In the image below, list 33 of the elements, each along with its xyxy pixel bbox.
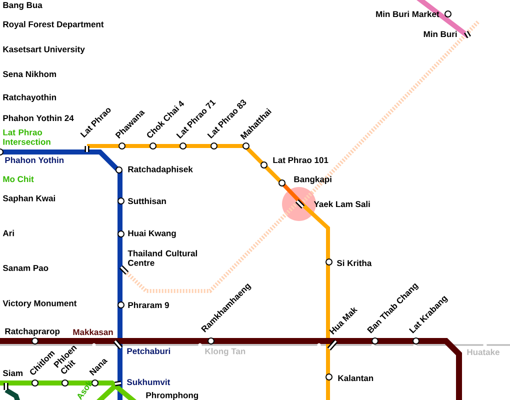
station-label: Phromphong — [146, 392, 198, 400]
station-label: Saphan Kwai — [2, 195, 55, 203]
station-label: Victory Monument — [2, 300, 77, 308]
station-label: Min Buri Market — [376, 10, 440, 18]
station-label: Sena Nikhom — [2, 70, 56, 78]
station-label: Ratchadaphisek — [128, 166, 193, 174]
station-label: Ratchayothin — [3, 94, 56, 102]
station-label: Siam — [2, 370, 22, 376]
station-label: Makkasan — [73, 328, 113, 336]
station-label: Ari — [2, 230, 14, 236]
station-label: Mo Chit — [3, 176, 34, 182]
station-label: Bang Bua — [3, 2, 42, 10]
station-label: Lat Phrao 101 — [273, 156, 328, 164]
station-label: Royal Forest Department — [3, 21, 104, 29]
station-label: Thailand Cultural Centre — [128, 250, 197, 266]
station-label: Huatake — [467, 348, 500, 356]
station-label: Huai Kwang — [128, 230, 176, 238]
station-label: Sutthisan — [128, 198, 166, 204]
station-label: Yaek Lam Sali — [314, 200, 370, 208]
station-label: Phahon Yothin 24 — [3, 114, 74, 122]
station-label: Lat Phrao Intersection — [3, 129, 50, 145]
station-label: Phahon Yothin — [5, 156, 64, 164]
station-label: Kasetsart University — [3, 46, 85, 54]
station-label: Ratchaprarop — [5, 328, 60, 336]
station-label: Kalantan — [338, 374, 374, 382]
station-label: Si Kritha — [336, 260, 372, 266]
station-label: Sanam Pao — [2, 265, 48, 271]
station-label: Klong Tan — [205, 348, 246, 356]
station-label: Petchaburi — [127, 348, 170, 354]
station-label: Sukhumvit — [126, 378, 170, 386]
station-label: Bangkapi — [294, 176, 332, 184]
station-label: Min Buri — [424, 30, 457, 38]
station-label: Phraram 9 — [128, 302, 169, 308]
